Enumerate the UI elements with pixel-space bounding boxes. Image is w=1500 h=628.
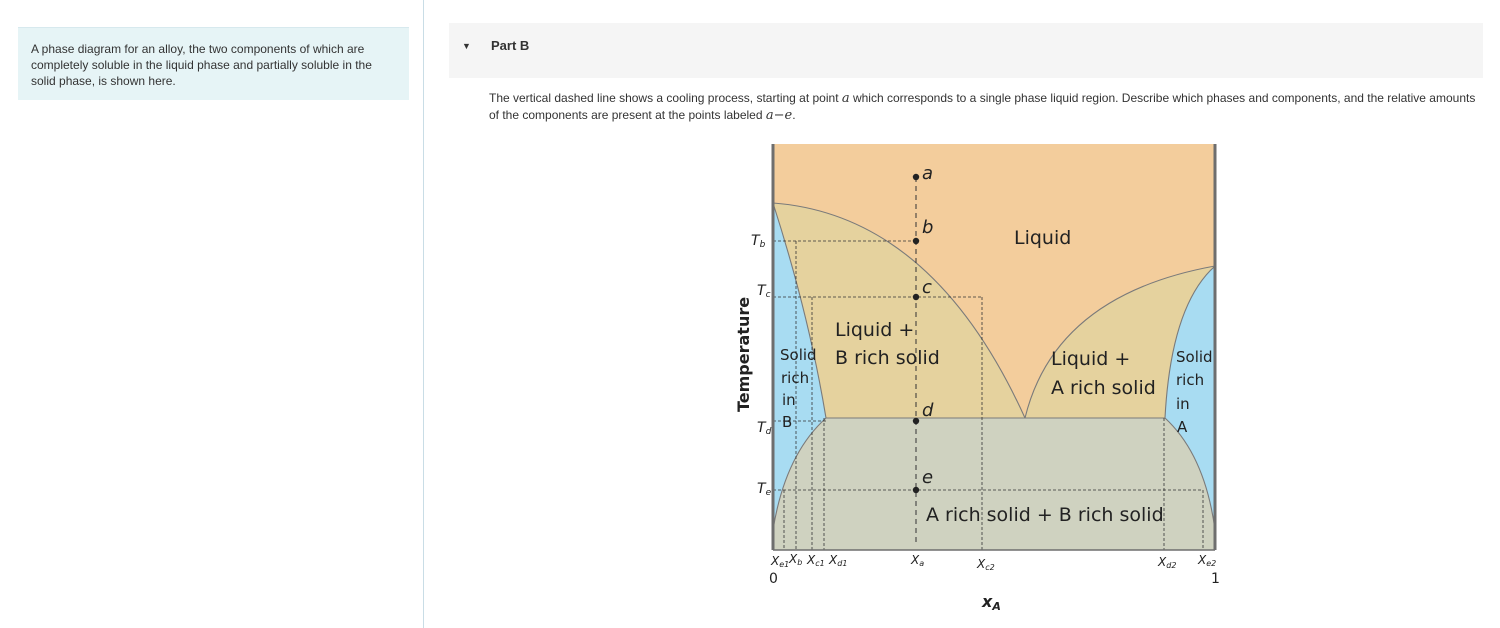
point-c-dot: [912, 293, 920, 301]
region-liquid-a-label-2: A rich solid: [1051, 377, 1156, 399]
point-a-dot: [912, 173, 920, 181]
region-liquid-label: Liquid: [1014, 227, 1071, 249]
point-b-dot: [912, 237, 920, 245]
x-tick-xd1: Xd1: [828, 553, 847, 568]
phase-diagram: a b c d e Liquid Liquid + B rich solid L…: [734, 144, 1220, 613]
region-liquid-b-label-1: Liquid +: [835, 319, 914, 341]
x-tick-xc1: Xc1: [806, 553, 825, 568]
region-solid-a-label-4: A: [1177, 418, 1188, 436]
x-tick-xc2: Xc2: [976, 557, 995, 572]
x-tick-xa: Xa: [910, 553, 924, 568]
region-liquid-a-label-1: Liquid +: [1051, 348, 1130, 370]
part-title: Part B: [491, 38, 530, 53]
solid-rich-in-a-region: [1165, 266, 1215, 530]
math-var-range: a−e: [765, 108, 793, 123]
point-b-label: b: [922, 217, 933, 238]
temp-c-label: Tc: [757, 283, 771, 300]
region-solid-b-label-2: rich: [781, 369, 809, 387]
region-two-solids-label: A rich solid + B rich solid: [926, 504, 1164, 526]
two-solids-region: [773, 418, 1215, 550]
point-e-dot: [912, 486, 920, 494]
point-e-label: e: [922, 467, 933, 488]
triangle-down-icon[interactable]: ▼: [462, 41, 471, 51]
x-tick-xe2: Xe2: [1197, 553, 1216, 568]
region-liquid-b-label-2: B rich solid: [835, 347, 940, 369]
region-solid-a-label-1: Solid: [1176, 348, 1213, 366]
x-tick-xd2: Xd2: [1157, 555, 1176, 570]
point-d-dot: [912, 417, 920, 425]
x-tick-xe1: Xe1: [770, 554, 789, 569]
temp-b-label: Tb: [751, 233, 766, 250]
intro-text: A phase diagram for an alloy, the two co…: [18, 27, 409, 100]
y-axis-label: Temperature: [734, 297, 753, 412]
region-solid-b-label-4: B: [782, 413, 792, 431]
x-tick-xb: Xb: [788, 552, 802, 567]
region-solid-a-label-2: rich: [1176, 371, 1204, 389]
temp-e-label: Te: [757, 481, 772, 498]
part-b-header[interactable]: ▼ Part B: [449, 23, 1483, 78]
x-axis-label: xA: [981, 592, 1001, 613]
liquid-a-rich-solid-region: [1025, 266, 1215, 418]
cooling-points: [912, 173, 920, 494]
region-solid-b-label-3: in: [782, 391, 796, 409]
x-tick-one: 1: [1211, 571, 1220, 587]
region-solid-b-label-1: Solid: [780, 346, 817, 364]
math-var-a: a: [841, 91, 850, 106]
left-panel: A phase diagram for an alloy, the two co…: [0, 0, 424, 628]
question-text: The vertical dashed line shows a cooling…: [489, 91, 1476, 123]
region-solid-a-label-3: in: [1176, 395, 1190, 413]
point-c-label: c: [922, 277, 932, 298]
point-d-label: d: [922, 400, 934, 421]
liquid-b-rich-solid-region: [773, 203, 1025, 418]
x-tick-zero: 0: [769, 571, 778, 587]
temp-d-label: Td: [757, 420, 772, 437]
solid-rich-in-b-region: [773, 203, 826, 530]
point-a-label: a: [922, 163, 933, 184]
